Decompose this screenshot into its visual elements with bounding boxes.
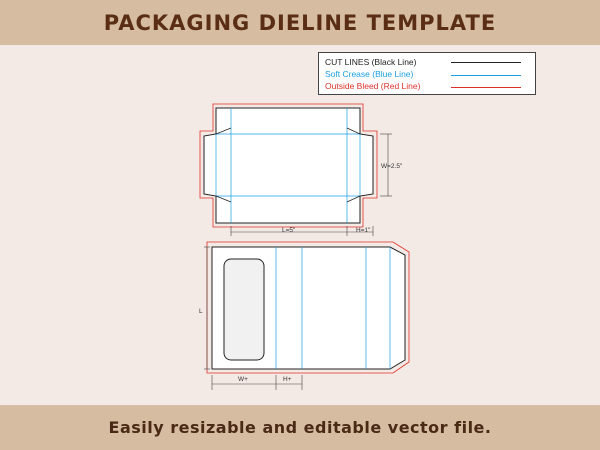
sleeve-bottom-dimension [211,375,303,390]
tray-length-dimension [230,226,374,236]
tray-length-label: L=5" [282,227,296,234]
tray-corner-slits [215,127,361,203]
tray-cut-outline [203,107,374,224]
sleeve-length-dimension [204,246,210,370]
legend-cut-line [451,62,521,63]
sleeve-width-label: W+ [238,376,248,383]
sleeve-length-label: L [199,308,203,315]
footer-banner: Easily resizable and editable vector fil… [0,405,600,450]
sleeve-window-cutout [223,258,265,361]
header-banner: PACKAGING DIELINE TEMPLATE [0,0,600,45]
legend-cut-label: CUT LINES (Black Line) [325,57,417,67]
sleeve-crease-lines [275,247,391,369]
tray-bleed-outline [199,103,378,228]
tray-dieline: W=2.5" L=5" H=1" [199,103,403,236]
sleeve-height-label: H+ [283,376,292,383]
tray-width-label: W=2.5" [381,163,403,170]
line-legend: CUT LINES (Black Line) Soft Crease (Blue… [318,52,536,95]
tray-width-dimension [380,133,392,197]
footer-text: Easily resizable and editable vector fil… [108,418,492,437]
legend-bleed-label: Outside Bleed (Red Line) [325,81,421,91]
sleeve-dieline: L W+ H+ [199,241,410,390]
legend-bleed-line [451,87,521,88]
page-title: PACKAGING DIELINE TEMPLATE [103,10,497,35]
sleeve-bleed-outline [206,241,410,374]
tray-height-label: H=1" [356,227,371,234]
legend-crease-label: Soft Crease (Blue Line) [325,69,414,79]
legend-crease-line [451,75,521,76]
tray-crease-lines [215,108,361,223]
